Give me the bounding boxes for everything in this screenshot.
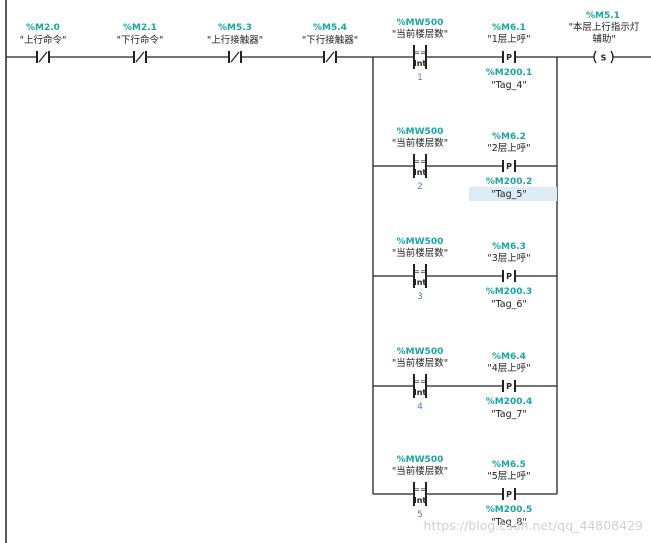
compare-operator: ==	[413, 267, 426, 276]
contact-address: %M2.0	[26, 23, 60, 33]
branch-5: %MW500"当前楼层数" == Int 5 %M6.5"5层上呼" P %M200.5 "T…	[373, 455, 557, 528]
contact-nc-slash	[38, 51, 48, 63]
edge-tag: "1层上呼"	[487, 34, 530, 45]
compare-type: Int	[414, 278, 427, 287]
compare-contact[interactable]: %MW500"当前楼层数" == Int 1	[392, 18, 448, 83]
memory-address: %M200.2	[486, 177, 532, 187]
memory-address: %M200.5	[486, 505, 532, 515]
watermark: https://blog.csdn.net/qq_44808429	[424, 518, 643, 533]
contact-nc-slash	[135, 51, 145, 63]
compare-address: %MW500	[397, 127, 444, 137]
contact-nc-slash	[325, 51, 335, 63]
memory-tag[interactable]: "Tag_6"	[491, 299, 527, 310]
coil-tag-line1: "本层上行指示灯	[569, 21, 640, 33]
edge-address: %M6.4	[492, 352, 526, 362]
coil-left-paren	[593, 50, 597, 64]
compare-type: Int	[414, 496, 427, 505]
edge-address: %M6.2	[492, 132, 526, 142]
contact-nc-slash	[230, 51, 240, 63]
contact-address: %M5.4	[313, 23, 347, 33]
contact-address: %M5.3	[218, 23, 252, 33]
branch-1: %MW500"当前楼层数" == Int 1 %M6.1"1层上呼" P %M200.1 "T…	[373, 18, 557, 91]
memory-address: %M200.1	[486, 68, 532, 78]
edge-symbol: P	[506, 162, 512, 171]
compare-tag: "当前楼层数"	[392, 28, 448, 40]
edge-symbol: P	[506, 382, 512, 391]
compare-operator: ==	[413, 48, 426, 57]
contact-nc-2[interactable]: %M2.1"下行命令"	[117, 23, 164, 63]
compare-value[interactable]: 2	[417, 182, 423, 192]
compare-address: %MW500	[397, 18, 444, 28]
edge-tag: "3层上呼"	[487, 253, 530, 264]
coil-address: %M5.1	[586, 11, 620, 21]
edge-symbol: P	[506, 53, 512, 62]
compare-address: %MW500	[397, 347, 444, 357]
compare-operator: ==	[413, 157, 426, 166]
memory-tag[interactable]: "Tag_7"	[491, 409, 527, 420]
edge-contact[interactable]: %M6.4"4层上呼" P %M200.4 "Tag_7"	[486, 352, 532, 420]
contact-nc-3[interactable]: %M5.3"上行接触器"	[207, 23, 263, 63]
memory-tag[interactable]: "Tag_5"	[491, 189, 527, 200]
coil-right-paren	[610, 50, 614, 64]
contact-address: %M2.1	[123, 23, 157, 33]
memory-tag[interactable]: "Tag_4"	[491, 80, 527, 91]
contact-nc-1[interactable]: %M2.0"上行命令"	[20, 23, 67, 63]
compare-contact[interactable]: %MW500"当前楼层数" == Int 5	[392, 455, 448, 520]
contact-tag: "下行接触器"	[302, 34, 358, 46]
contact-tag: "下行命令"	[117, 34, 164, 46]
edge-contact[interactable]: %M6.3"3层上呼" P %M200.3 "Tag_6"	[486, 242, 532, 310]
edge-symbol: P	[506, 490, 512, 499]
compare-tag: "当前楼层数"	[392, 465, 448, 477]
edge-contact[interactable]: %M6.1"1层上呼" P %M200.1 "Tag_4"	[486, 23, 532, 91]
branch-3: %MW500"当前楼层数" == Int 3 %M6.3"3层上呼" P %M200.3 "T…	[373, 237, 557, 310]
memory-tag[interactable]: "Tag_8"	[491, 517, 527, 528]
compare-contact[interactable]: %MW500"当前楼层数" == Int 2	[392, 127, 448, 192]
compare-type: Int	[414, 388, 427, 397]
branch-4: %MW500"当前楼层数" == Int 4 %M6.4"4层上呼" P %M200.4 "T…	[373, 347, 557, 420]
edge-symbol: P	[506, 272, 512, 281]
coil-symbol: S	[601, 54, 607, 63]
edge-tag: "2层上呼"	[487, 143, 530, 154]
compare-value[interactable]: 3	[417, 292, 423, 302]
compare-operator: ==	[413, 377, 426, 386]
edge-tag: "5层上呼"	[487, 471, 530, 482]
compare-operator: ==	[413, 485, 426, 494]
compare-tag: "当前楼层数"	[392, 247, 448, 259]
compare-value[interactable]: 1	[417, 73, 423, 83]
compare-type: Int	[414, 168, 427, 177]
set-coil[interactable]: %M5.1 "本层上行指示灯 辅助" S	[569, 11, 640, 64]
contact-tag: "上行命令"	[20, 34, 67, 46]
compare-contact[interactable]: %MW500"当前楼层数" == Int 4	[392, 347, 448, 412]
edge-tag: "4层上呼"	[487, 363, 530, 374]
memory-address: %M200.4	[486, 397, 532, 407]
branch-2: %MW500"当前楼层数" == Int 2 %M6.2"2层上呼" P %M200.2 "T…	[373, 127, 557, 201]
edge-contact[interactable]: %M6.2"2层上呼" P %M200.2 "Tag_5"	[486, 132, 532, 200]
edge-address: %M6.3	[492, 242, 526, 252]
edge-contact[interactable]: %M6.5"5层上呼" P %M200.5 "Tag_8"	[486, 460, 532, 528]
contact-nc-4[interactable]: %M5.4"下行接触器"	[302, 23, 358, 63]
edge-address: %M6.1	[492, 23, 526, 33]
compare-value[interactable]: 5	[417, 510, 423, 520]
compare-tag: "当前楼层数"	[392, 137, 448, 149]
memory-address: %M200.3	[486, 287, 532, 297]
compare-value[interactable]: 4	[417, 402, 423, 412]
edge-address: %M6.5	[492, 460, 526, 470]
compare-address: %MW500	[397, 237, 444, 247]
compare-contact[interactable]: %MW500"当前楼层数" == Int 3	[392, 237, 448, 302]
compare-type: Int	[414, 59, 427, 68]
selection-highlight	[469, 187, 557, 201]
contact-tag: "上行接触器"	[207, 34, 263, 46]
coil-tag-line2: 辅助"	[592, 33, 615, 45]
compare-address: %MW500	[397, 455, 444, 465]
compare-tag: "当前楼层数"	[392, 357, 448, 369]
